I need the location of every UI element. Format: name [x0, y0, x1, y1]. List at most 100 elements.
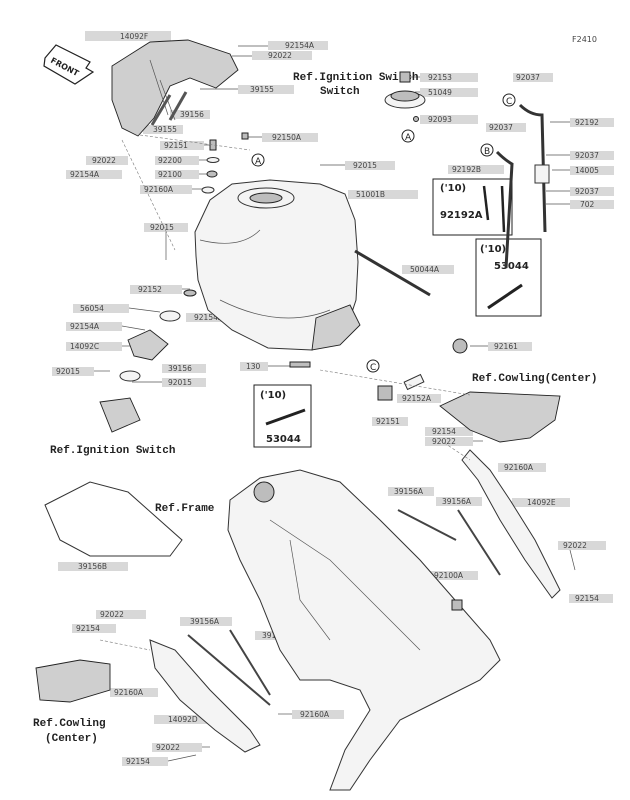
drain-tube-50044A	[354, 249, 431, 297]
bolt-stack	[201, 132, 249, 194]
label-39155: 39155	[250, 85, 274, 94]
label-92015-d: 92015	[168, 378, 192, 387]
label-92100: 92100	[158, 170, 182, 179]
label-92037-d: 92037	[575, 187, 599, 196]
label-92154-bl: 92154	[76, 624, 100, 633]
ref-cowling-left: Ref.Cowling	[33, 718, 106, 730]
label-14005: 14005	[575, 166, 599, 175]
label-14092F: 14092F	[120, 32, 148, 41]
label-92154-r: 92154	[432, 427, 456, 436]
label-92150A: 92150A	[272, 133, 302, 142]
cowling-center-left	[35, 659, 111, 703]
label-92022-r2: 92022	[563, 541, 587, 550]
label-92022-bot: 92022	[156, 743, 180, 752]
label-92200: 92200	[158, 156, 182, 165]
label-92160A-r: 92160A	[504, 463, 534, 472]
label-50044A: 50044A	[410, 265, 440, 274]
label-92161: 92161	[494, 342, 518, 351]
label-92154A: 92154A	[285, 41, 315, 50]
ref-ignition-switch-bottom: Ref.Ignition Switch	[50, 445, 175, 457]
label-92154A-lock: 92154A	[70, 322, 100, 331]
svg-text:('10): ('10)	[260, 390, 286, 401]
strap-39156A-c	[187, 634, 271, 706]
tank-front-parts	[289, 338, 468, 401]
label-702: 702	[580, 200, 595, 209]
note-box-92192A: ('10) 92192A	[432, 178, 513, 236]
hose-assembly	[495, 103, 550, 269]
ref-ignition-switch-top-2: Switch	[320, 86, 360, 98]
strap-39156A-b	[457, 509, 501, 576]
front-arrow-icon: FRONT	[43, 44, 95, 85]
label-92153: 92153	[428, 73, 452, 82]
label-39156B: 39156B	[78, 562, 107, 571]
label-14092C: 14092C	[70, 342, 99, 351]
fuel-cap-51049	[384, 71, 426, 122]
label-51001B: 51001B	[356, 190, 385, 199]
extension-lines	[99, 134, 471, 651]
pad-39156B	[44, 481, 183, 557]
label-51049: 51049	[428, 88, 452, 97]
label-tags: 14092F 92154A 92022 39155 39156 39155 92…	[52, 31, 614, 766]
label-92192: 92192	[575, 118, 599, 127]
label-92160A-bl: 92160A	[114, 688, 144, 697]
label-39156A-a: 39156A	[394, 487, 424, 496]
strap-39156A-d	[229, 629, 271, 696]
label-92152A: 92152A	[402, 394, 432, 403]
label-92154A-left: 92154A	[70, 170, 100, 179]
label-39156A-c: 39156A	[190, 617, 220, 626]
svg-text:C: C	[506, 97, 512, 107]
label-92154A-mid: 92154A	[194, 313, 224, 322]
callout-a-icon: A A	[251, 129, 415, 167]
svg-text:B: B	[484, 147, 490, 157]
label-14092D: 14092D	[168, 715, 198, 724]
tank-rear-parts	[99, 289, 197, 433]
label-92154-r2: 92154	[575, 594, 599, 603]
label-130: 130	[246, 362, 261, 371]
label-92037-a: 92037	[516, 73, 540, 82]
label-56054: 56054	[80, 304, 104, 313]
label-92160A: 92160A	[144, 185, 174, 194]
label-14092E: 14092E	[527, 498, 556, 507]
label-92022: 92022	[268, 51, 292, 60]
label-92151: 92151	[164, 141, 188, 150]
frame	[227, 469, 501, 791]
svg-text:A: A	[405, 133, 412, 143]
strap-39156A-a	[397, 509, 457, 541]
label-92037-b: 92037	[489, 123, 513, 132]
cover-14092D	[149, 639, 261, 753]
label-92022-left: 92022	[92, 156, 116, 165]
svg-text:C: C	[370, 363, 376, 373]
label-92015-b: 92015	[353, 161, 377, 170]
cover-14092F	[111, 39, 239, 137]
label-92160A-b: 92160A	[300, 710, 330, 719]
label-92152: 92152	[138, 285, 162, 294]
label-92151-b: 92151	[376, 417, 400, 426]
note-box-53044-right: ('10) 53044	[475, 238, 542, 317]
label-92015-c: 92015	[56, 367, 80, 376]
label-39156A-b: 39156A	[442, 497, 472, 506]
svg-text:53044: 53044	[494, 261, 529, 272]
cowling-center-right	[439, 391, 561, 599]
figure-id: F2410	[572, 35, 597, 44]
ref-cowling-center-right: Ref.Cowling(Center)	[472, 373, 597, 385]
ref-ignition-switch-top: Ref.Ignition Switch	[293, 72, 418, 84]
label-92015-a: 92015	[150, 223, 174, 232]
callout-c-icon: C C	[366, 93, 516, 373]
svg-text:('10): ('10)	[480, 244, 506, 255]
ref-frame: Ref.Frame	[155, 503, 215, 515]
note-box-53044-left: ('10) 53044	[253, 384, 312, 448]
label-92093: 92093	[428, 115, 452, 124]
label-39156-mid: 39156	[168, 364, 192, 373]
label-92022-bl: 92022	[100, 610, 124, 619]
svg-text:53044: 53044	[266, 434, 301, 445]
label-92192B: 92192B	[452, 165, 481, 174]
label-39155-b: 39155	[153, 125, 177, 134]
fuel-tank-51001B	[194, 179, 361, 351]
svg-text:92192A: 92192A	[440, 210, 483, 221]
strap-39156	[168, 91, 188, 121]
label-92154-bot: 92154	[126, 757, 150, 766]
label-39156: 39156	[180, 110, 204, 119]
label-92037-c: 92037	[575, 151, 599, 160]
